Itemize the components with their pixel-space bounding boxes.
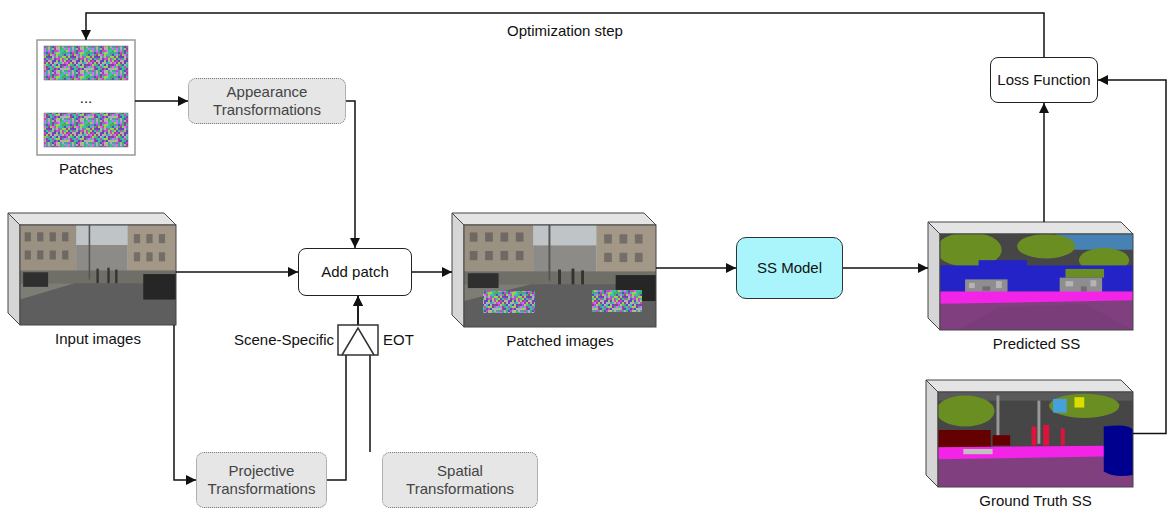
- transform-box: Appearance Transformations: [188, 78, 346, 124]
- flow-arrow: [358, 296, 370, 452]
- node-label: Spatial Transformations: [389, 462, 531, 498]
- node-caption: Patched images: [464, 332, 656, 350]
- flow-arrow: [1098, 80, 1166, 434]
- switch-label: Scene-Specific: [234, 331, 334, 349]
- flow-arrow: [174, 325, 196, 480]
- node-label: SS Model: [757, 259, 822, 277]
- flow-arrow: [327, 296, 358, 480]
- patch-stack: ...Patches: [37, 40, 135, 155]
- node-caption: Input images: [20, 330, 176, 348]
- switch-label: EOT: [383, 331, 414, 349]
- node-label: ...: [80, 89, 93, 107]
- flow-arrow: [412, 271, 452, 273]
- node-label: Loss Function: [997, 71, 1090, 89]
- model-box: SS Model: [736, 237, 843, 299]
- segmentation-stack: Predicted SS: [928, 222, 1133, 330]
- node-caption: Predicted SS: [940, 335, 1133, 353]
- flow-arrow: [135, 100, 188, 102]
- loss-box: Loss Function: [990, 57, 1098, 103]
- node-label: Appearance Transformations: [195, 83, 339, 119]
- segmentation-stack: Ground Truth SS: [926, 380, 1133, 487]
- node-caption: Ground Truth SS: [938, 492, 1133, 510]
- node-label: Add patch: [321, 263, 389, 281]
- image-stack: Patched images: [452, 213, 656, 327]
- process-box: Add patch: [298, 248, 412, 296]
- flow-arrow: [1043, 103, 1045, 222]
- image-stack: Input images: [8, 213, 176, 325]
- flow-arrow: [843, 267, 928, 269]
- node-label: Projective Transformations: [203, 462, 320, 498]
- flow-arrow: [346, 101, 355, 248]
- flow-arrow: [656, 267, 736, 269]
- flow-arrow: [176, 271, 298, 273]
- transform-box: Projective Transformations: [196, 452, 327, 508]
- edge-label: Optimization step: [504, 22, 626, 40]
- transform-box: Spatial Transformations: [382, 452, 538, 508]
- flow-arrow: [86, 13, 1044, 57]
- node-caption: Patches: [37, 160, 135, 178]
